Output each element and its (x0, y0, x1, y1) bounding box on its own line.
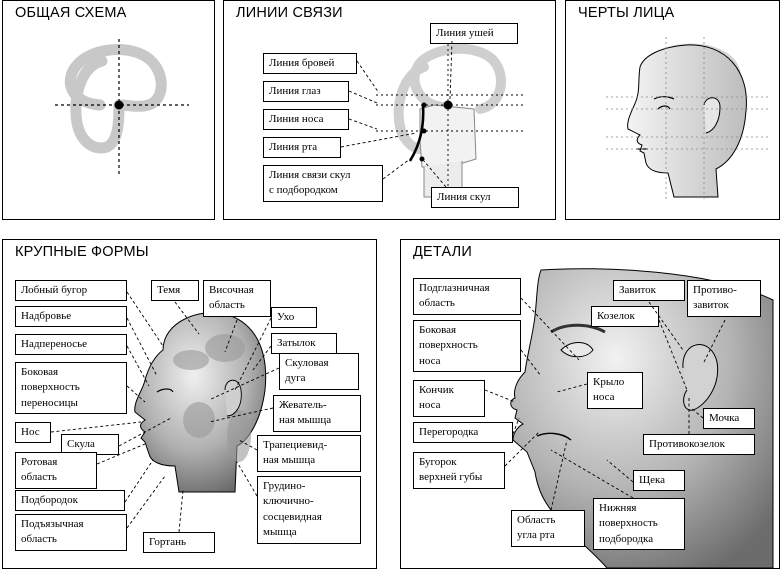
mouth-detail (536, 432, 572, 441)
label-lobe: Мочка (703, 408, 755, 430)
label-antihelix: Противо- завиток (687, 280, 761, 317)
label-chin: Подбородок (15, 490, 125, 512)
label-masseter: Жеватель- ная мышца (273, 395, 361, 432)
label-oral: Ротовая область (15, 452, 97, 489)
panel-title: ЧЕРТЫ ЛИЦА (578, 5, 675, 21)
nose-dot (421, 128, 427, 134)
label-eyes-line: Линия глаз (263, 81, 349, 103)
label-antitragus: Противокозелок (643, 434, 755, 456)
brow (653, 96, 675, 100)
panel-large-forms: КРУПНЫЕ ФОРМЫ Лобный бугор Надбровье Над… (2, 239, 377, 569)
panel-details: ДЕТАЛИ Подглазничная область Боковая пов… (400, 239, 780, 569)
panel-title: ДЕТАЛИ (413, 244, 472, 260)
label-ears-line: Линия ушей (430, 23, 518, 45)
panel-title: ОБЩАЯ СХЕМА (15, 5, 127, 21)
panel-connection-lines: ЛИНИИ СВЯЗИ Линия ушей Линия бровей Лини… (223, 0, 556, 220)
label-nasal-side: Боковая поверхность переносицы (15, 362, 127, 415)
label-cheekbones-line: Линия скул (431, 187, 519, 209)
label-septum: Перегородка (413, 422, 513, 444)
panel-title: ЛИНИИ СВЯЗИ (236, 5, 343, 21)
muscle-forms (173, 334, 251, 462)
label-cheek: Щека (633, 470, 685, 492)
label-infraorbital: Подглазничная область (413, 278, 521, 315)
label-lip-tubercle: Бугорок верхней губы (413, 452, 505, 489)
feature-guides (606, 37, 770, 201)
panel-facial-features: ЧЕРТЫ ЛИЦА (565, 0, 780, 220)
ear (703, 97, 721, 134)
label-temporal: Височная область (203, 280, 271, 317)
label-sublingual: Подъязычная область (15, 514, 127, 551)
label-ear: Ухо (271, 307, 317, 329)
center-dot (443, 100, 453, 110)
label-larynx: Гортань (143, 532, 215, 554)
label-tragus: Козелок (591, 306, 659, 328)
label-occiput: Затылок (271, 333, 337, 355)
label-mouth-corner: Область угла рта (511, 510, 585, 547)
scheme-center-dot (114, 100, 124, 110)
head-profile (627, 44, 747, 198)
facial-features-drawing (606, 37, 770, 201)
connection-lines-drawing (376, 39, 524, 201)
label-nose: Нос (15, 422, 51, 444)
label-nostril-wing: Крыло носа (587, 372, 643, 409)
label-nose-tip: Кончик носа (413, 380, 485, 417)
label-brows-line: Линия бровей (263, 53, 357, 75)
connection-guides (376, 39, 524, 201)
panel-title: КРУПНЫЕ ФОРМЫ (15, 244, 149, 260)
label-glabella: Надпереносье (15, 334, 127, 356)
label-zygomatic-arch: Скуловая дуга (279, 353, 359, 390)
eye-form (156, 388, 174, 393)
eye-dot (421, 102, 427, 108)
label-mouth-line: Линия рта (263, 137, 341, 159)
cheekbone-dot (419, 156, 425, 162)
label-cheek-chin-line: Линия связи скул с подбородком (263, 165, 383, 202)
label-nose-side: Боковая поверхность носа (413, 320, 521, 373)
cheek-chin-line (408, 104, 425, 162)
label-helix: Завиток (613, 280, 685, 302)
general-scheme-drawing (55, 39, 189, 177)
label-trapezius: Трапециевид- ная мышца (257, 435, 361, 472)
label-crown: Темя (151, 280, 199, 302)
label-superciliary: Надбровье (15, 306, 127, 328)
eye (657, 105, 671, 110)
label-frontal-tuber: Лобный бугор (15, 280, 127, 302)
panel-general-scheme: ОБЩАЯ СХЕМА (2, 0, 215, 220)
label-scm: Грудино- ключично- сосцевидная мышца (257, 476, 361, 544)
head-scheme-loops (64, 44, 167, 154)
label-nose-line: Линия носа (263, 109, 349, 131)
label-chin-underside: Нижняя поверхность подбородка (593, 498, 685, 551)
